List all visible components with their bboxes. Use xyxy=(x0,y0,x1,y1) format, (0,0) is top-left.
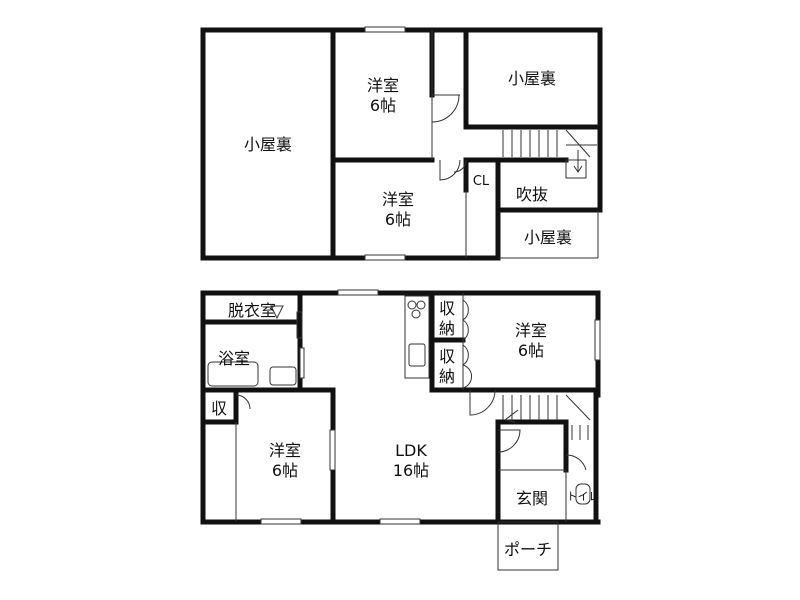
ground-window-bath xyxy=(299,347,305,379)
ground-window-room-south xyxy=(260,518,302,525)
ground-window-room-east xyxy=(329,429,336,471)
stove-burner-icon xyxy=(411,309,421,319)
label-western-room-mid-size: 6帖 xyxy=(385,210,411,229)
label-attic-large: 小屋裏 xyxy=(244,135,292,154)
label-toilet: トイレ xyxy=(567,490,600,503)
washbasin-icon xyxy=(269,366,297,386)
upper-window-south xyxy=(364,254,406,261)
label-storage-2-line1: 収 xyxy=(439,347,455,366)
label-entrance: 玄関 xyxy=(516,489,548,508)
door-swing-hall xyxy=(497,429,521,453)
upper-stairs xyxy=(502,129,597,179)
ground-floor-plan: 脱衣室 浴室 収 洋室 6帖 LDK 16帖 収 納 収 納 洋室 6帖 玄関 … xyxy=(200,289,601,571)
label-storage-1-line1: 収 xyxy=(439,299,455,318)
changing-door-icon xyxy=(296,311,303,339)
door-swing-toilet xyxy=(565,454,587,471)
label-western-room-top-name: 洋室 xyxy=(367,76,399,95)
ground-stairs xyxy=(502,394,591,440)
upper-door-swing-3 xyxy=(453,159,467,173)
label-storage-small: 収 xyxy=(211,399,227,418)
ground-window-north xyxy=(337,289,379,296)
stair-down-arrow-icon xyxy=(573,150,583,173)
toilet-icon xyxy=(575,483,591,505)
upper-door-swing-2 xyxy=(439,159,461,181)
label-western-room-left-size: 6帖 xyxy=(272,461,298,480)
label-western-room-left-name: 洋室 xyxy=(269,441,301,460)
ground-wall-north xyxy=(200,290,601,398)
bathtub-icon xyxy=(207,361,259,387)
stove-burner-icon xyxy=(407,300,417,310)
ground-window-ldk-south xyxy=(379,518,421,525)
label-porch: ポーチ xyxy=(504,540,552,559)
kitchen-sink-icon xyxy=(408,343,426,367)
door-swing-storage xyxy=(235,394,251,410)
upper-floor-plan: 小屋裏 洋室 6帖 小屋裏 洋室 6帖 CL 吹抜 小屋裏 xyxy=(200,26,603,261)
stove-burner-icon xyxy=(416,300,426,310)
door-swing-room-right xyxy=(469,389,496,416)
label-western-room-mid-name: 洋室 xyxy=(382,190,414,209)
label-changing-room: 脱衣室 xyxy=(228,301,276,320)
stair-up-arrow-icon xyxy=(504,409,519,423)
porch-outline xyxy=(497,521,559,571)
ground-window-east xyxy=(594,319,601,361)
label-ldk-size: 16帖 xyxy=(393,461,429,480)
label-western-room-right-size: 6帖 xyxy=(518,341,544,360)
label-western-room-right-name: 洋室 xyxy=(515,321,547,340)
label-attic-bottom-right: 小屋裏 xyxy=(524,228,572,247)
label-western-room-top-size: 6帖 xyxy=(370,96,396,115)
upper-door-swing-1 xyxy=(431,94,460,123)
label-storage-1-line2: 納 xyxy=(439,319,455,338)
label-closet: CL xyxy=(473,174,490,189)
label-ldk-name: LDK xyxy=(395,441,427,460)
label-void: 吹抜 xyxy=(516,185,548,204)
upper-window-north xyxy=(364,26,406,33)
label-bathroom: 浴室 xyxy=(218,349,250,368)
upper-wall-north xyxy=(200,27,603,213)
label-storage-2-line2: 納 xyxy=(439,367,455,386)
washing-machine-icon xyxy=(270,305,284,320)
door-swing-storage-1 xyxy=(462,299,469,341)
door-swing-storage-2 xyxy=(462,344,472,389)
label-attic-top-right: 小屋裏 xyxy=(508,69,556,88)
